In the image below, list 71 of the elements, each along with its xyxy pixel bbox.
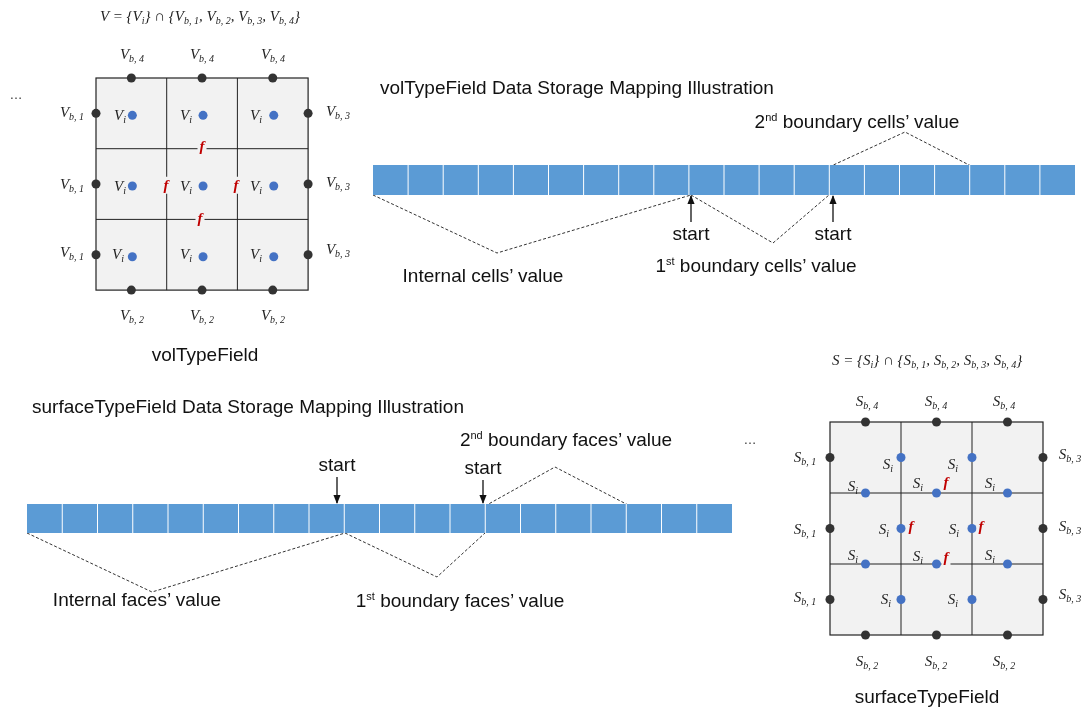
math-label: S$_{b, 2}$	[992, 653, 1016, 671]
math-label: V$_{i}$	[250, 107, 262, 125]
math-label: V$_{b, 2}$	[189, 307, 215, 325]
text-label: surfaceTypeField Data Storage Mapping Illustration	[32, 396, 464, 418]
face-mark: f	[231, 176, 241, 194]
math-label: V$_{i}$	[180, 178, 192, 196]
math-label: S$_{i}$	[984, 475, 996, 493]
math-label: V$_{b, 1}$	[59, 244, 85, 262]
math-label: V$_{i}$	[114, 178, 126, 196]
text-label: volTypeField Data Storage Mapping Illustration	[380, 77, 774, 99]
math-label: S$_{b, 3}$	[1058, 446, 1082, 464]
math-label: S$_{b, 1}$	[793, 521, 817, 539]
math-label: S$_{b, 4}$	[855, 393, 879, 411]
arrow	[479, 479, 487, 504]
math-label: V$_{b, 2}$	[119, 307, 145, 325]
text-label: Internal faces’ value	[52, 589, 222, 611]
math-label: V$_{i}$	[114, 107, 126, 125]
math-label: S$_{i}$	[880, 591, 892, 609]
ellipsis: …	[9, 87, 23, 103]
math-label: S$_{i}$	[882, 456, 894, 474]
math-label: S$_{b, 1}$	[793, 589, 817, 607]
math-label: V$_{b, 1}$	[59, 176, 85, 194]
math-label: V$_{b, 2}$	[260, 307, 286, 325]
array-strip	[373, 165, 1075, 195]
face-mark: f	[161, 176, 171, 194]
start-label: start	[666, 222, 716, 246]
math-label: S$_{b, 4}$	[924, 393, 948, 411]
math-label: S$_{i}$	[878, 521, 890, 539]
text-label: 2$^{nd}$ boundary cells’ value	[754, 111, 960, 133]
math-label: V$_{i}$	[180, 246, 192, 264]
text-label: volTypeField	[151, 344, 259, 366]
math-label: V$_{b, 3}$	[325, 174, 351, 192]
math-label: V$_{i}$	[250, 178, 262, 196]
text-label: 2$^{nd}$ boundary faces’ value	[459, 429, 673, 451]
math-label: S$_{i}$	[912, 475, 924, 493]
math-label: S$_{i}$	[984, 547, 996, 565]
text-label: 1$^{st}$ boundary faces’ value	[355, 590, 565, 612]
math-label: S$_{b, 1}$	[793, 449, 817, 467]
math-label: S$_{b, 2}$	[855, 653, 879, 671]
math-label: S$_{b, 3}$	[1058, 518, 1082, 536]
arrow	[829, 195, 837, 223]
math-label: S = {S$_{i}$} ∩ {S$_{b, 1}$, S$_{b, 2}$, S$_{b, 3}$, S$_{b, 4}$}	[831, 352, 1023, 370]
math-label: S$_{b, 3}$	[1058, 586, 1082, 604]
math-label: V$_{b, 4}$	[260, 46, 286, 64]
math-label: S$_{b, 4}$	[992, 393, 1016, 411]
math-label: S$_{b, 2}$	[924, 653, 948, 671]
math-label: V$_{i}$	[250, 246, 262, 264]
math-label: V$_{b, 4}$	[119, 46, 145, 64]
text-label: 1$^{st}$ boundary cells’ value	[655, 255, 857, 277]
math-label: S$_{i}$	[948, 521, 960, 539]
arrow	[687, 195, 695, 223]
ellipsis: …	[743, 432, 757, 448]
start-label: start	[312, 453, 362, 477]
math-label: V = {V$_{i}$} ∩ {V$_{b, 1}$, V$_{b, 2}$, V$_{b, 3}$, V$_{b, 4}$}	[100, 8, 300, 26]
math-label: V$_{b, 3}$	[325, 103, 351, 121]
math-label: S$_{i}$	[947, 591, 959, 609]
arrow	[333, 476, 341, 504]
text-label: surfaceTypeField	[854, 686, 1000, 708]
math-label: V$_{i}$	[112, 246, 124, 264]
start-label: start	[458, 456, 508, 480]
math-label: S$_{i}$	[947, 456, 959, 474]
math-label: S$_{i}$	[847, 478, 859, 496]
math-label: V$_{i}$	[180, 107, 192, 125]
math-label: V$_{b, 3}$	[325, 241, 351, 259]
text-label: Internal cells’ value	[402, 265, 564, 287]
math-label: S$_{i}$	[912, 548, 924, 566]
math-label: V$_{b, 4}$	[189, 46, 215, 64]
math-label: S$_{i}$	[847, 547, 859, 565]
array-strip	[27, 504, 732, 533]
math-label: V$_{b, 1}$	[59, 104, 85, 122]
start-label: start	[808, 222, 858, 246]
